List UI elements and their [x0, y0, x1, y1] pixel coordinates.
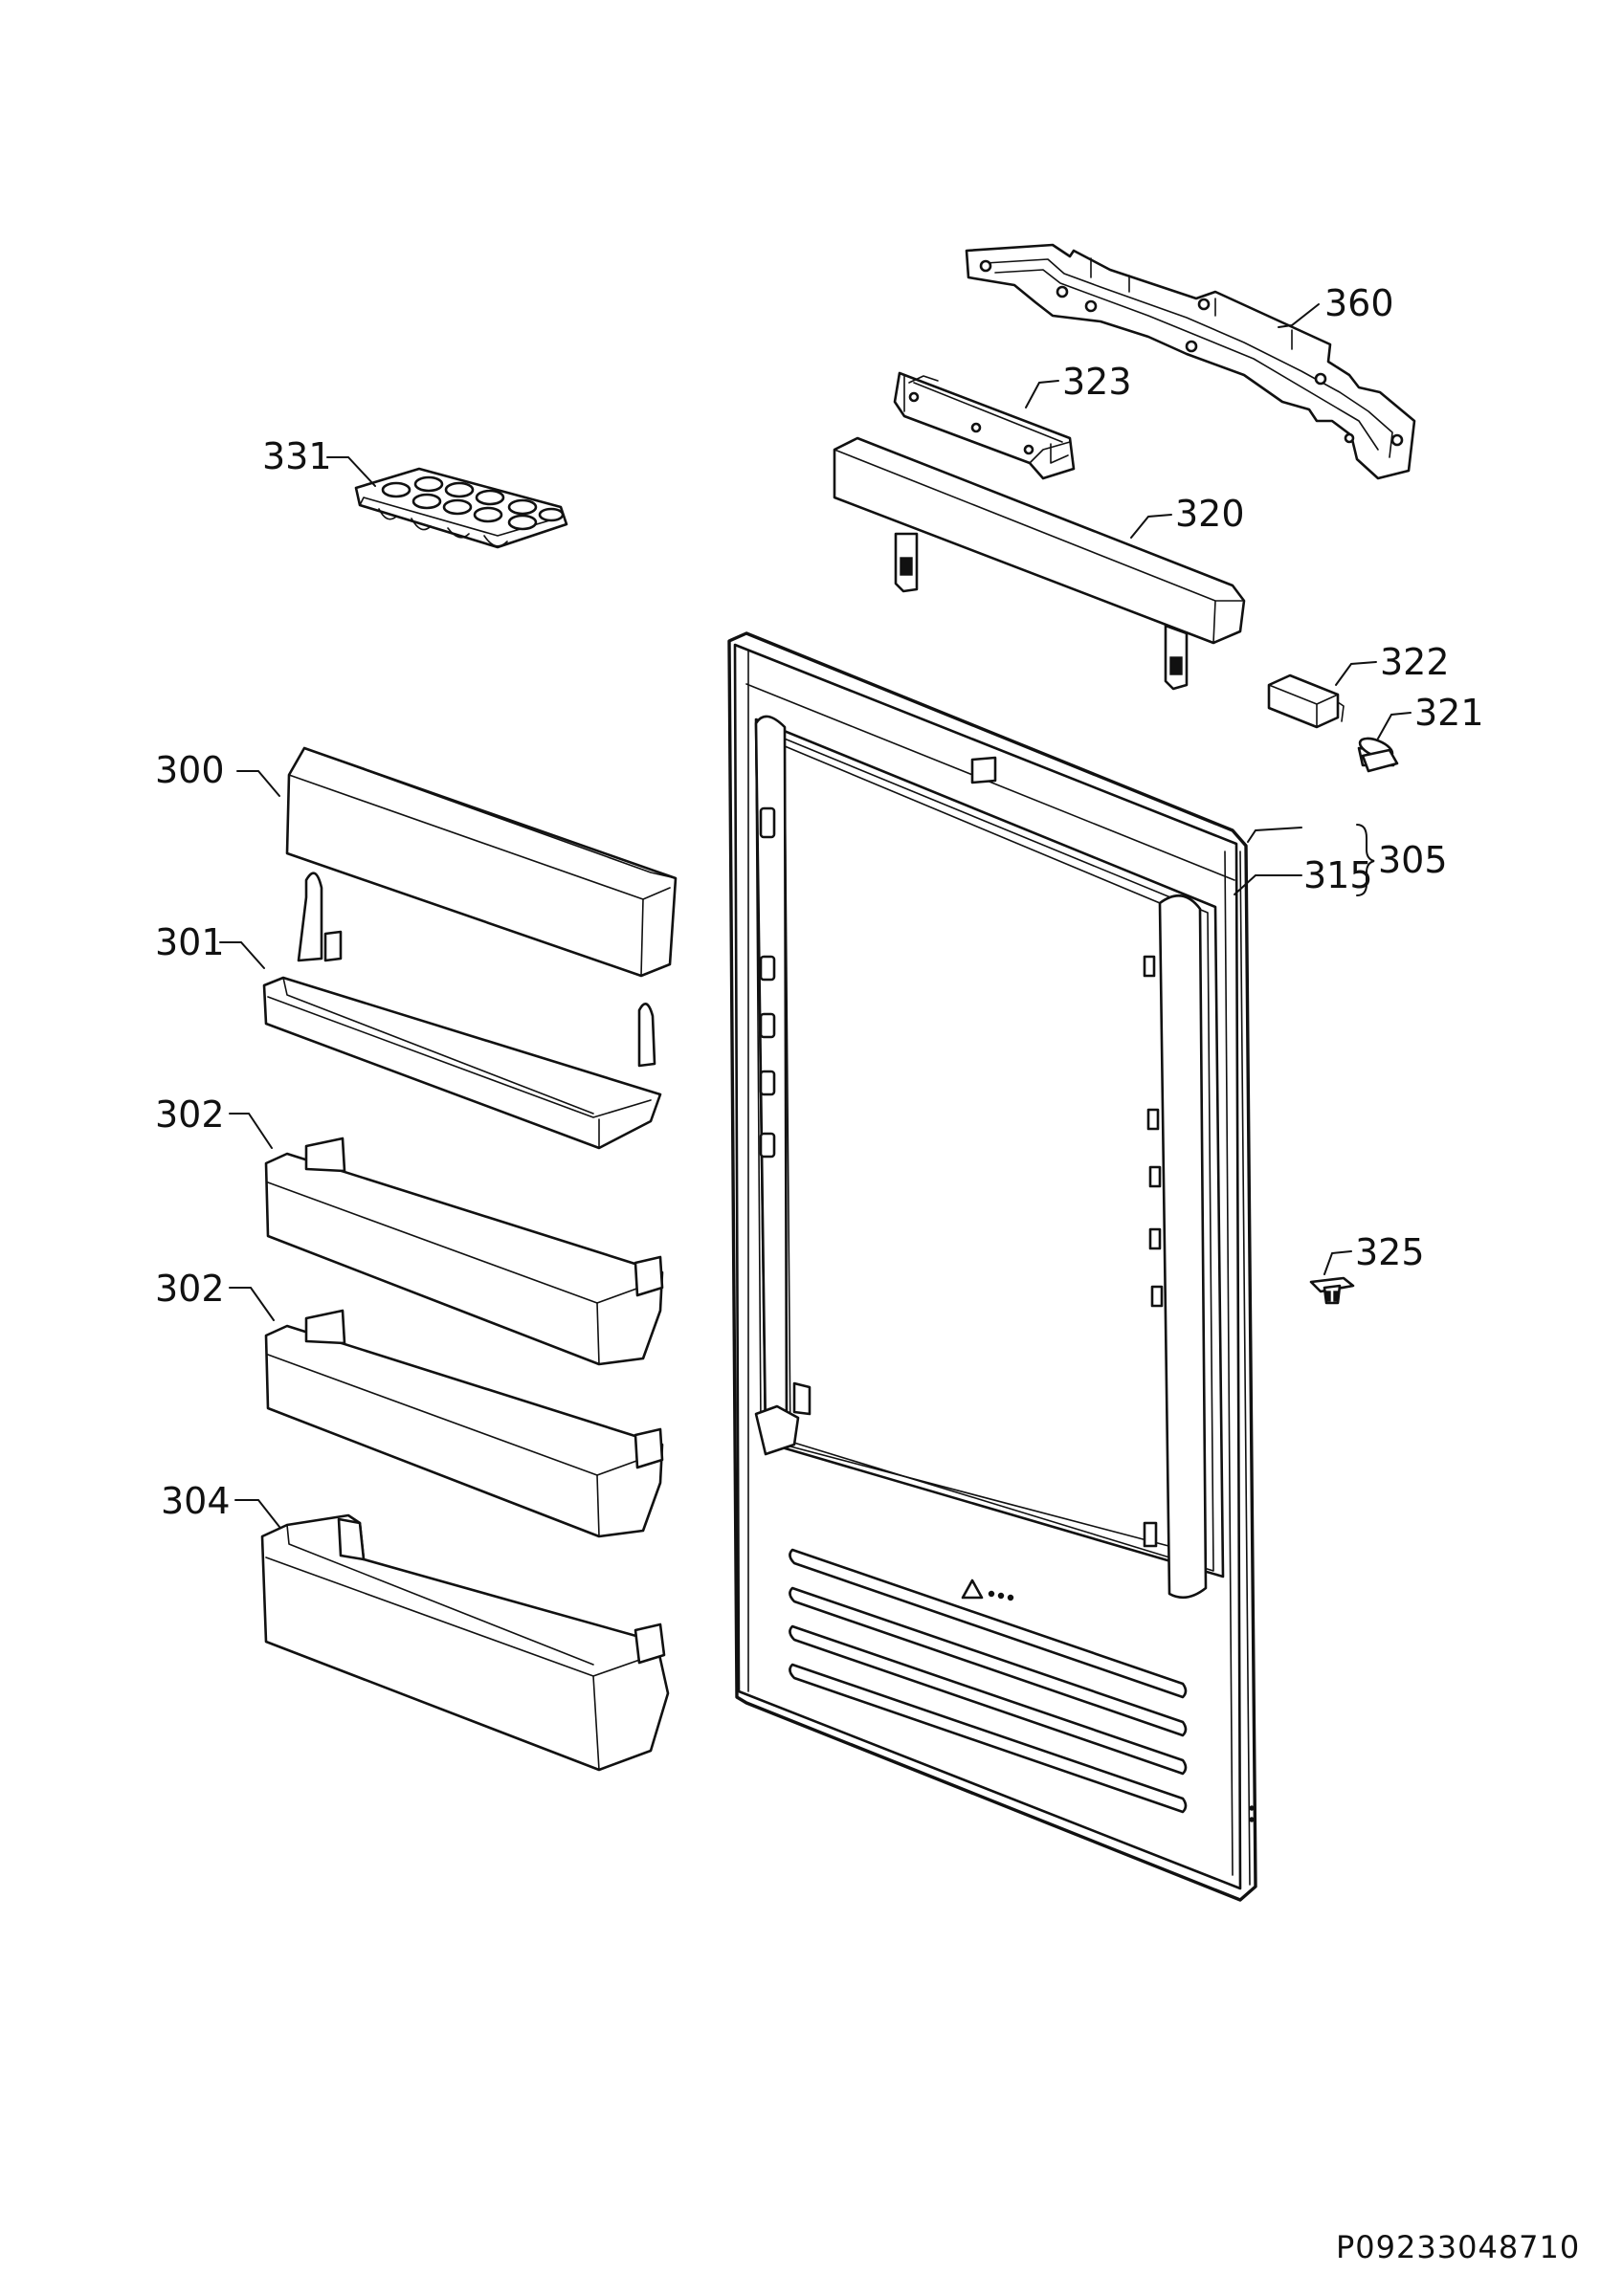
- label-315: 315: [1303, 854, 1373, 896]
- label-305: 305: [1378, 839, 1448, 881]
- label-321: 321: [1414, 692, 1484, 734]
- label-322: 322: [1380, 641, 1450, 683]
- label-323: 323: [1062, 361, 1132, 403]
- label-300: 300: [155, 749, 225, 791]
- part-302-shelf-b: [264, 1309, 664, 1538]
- part-323-bracket: [893, 371, 1076, 480]
- callout-labels: 360 323 331 320 322 321 300 305 315 301 …: [155, 282, 1484, 1522]
- leader-lines: [219, 303, 1412, 1528]
- label-320: 320: [1175, 493, 1245, 535]
- part-360-bracket: [965, 243, 1416, 480]
- label-302-a: 302: [155, 1093, 225, 1136]
- label-302-b: 302: [155, 1268, 225, 1310]
- part-304-bottle-shelf: [260, 1513, 670, 1772]
- label-360: 360: [1324, 282, 1394, 324]
- label-304: 304: [161, 1480, 231, 1522]
- label-301: 301: [155, 921, 225, 963]
- drawing-code: P09233048710: [1336, 2229, 1580, 2265]
- label-331: 331: [262, 435, 332, 477]
- part-321-pin: [1357, 737, 1399, 773]
- part-331-egg-tray: [354, 467, 568, 549]
- part-302-shelf-a: [264, 1137, 664, 1366]
- part-301-shelf: [262, 872, 662, 1150]
- label-325: 325: [1355, 1231, 1425, 1273]
- part-320-top-cover: [833, 436, 1246, 691]
- part-322-hinge-cover: [1267, 673, 1345, 729]
- part-325-clip: [1309, 1276, 1355, 1305]
- part-305-door: [727, 631, 1257, 1902]
- part-300-flap: [285, 746, 678, 978]
